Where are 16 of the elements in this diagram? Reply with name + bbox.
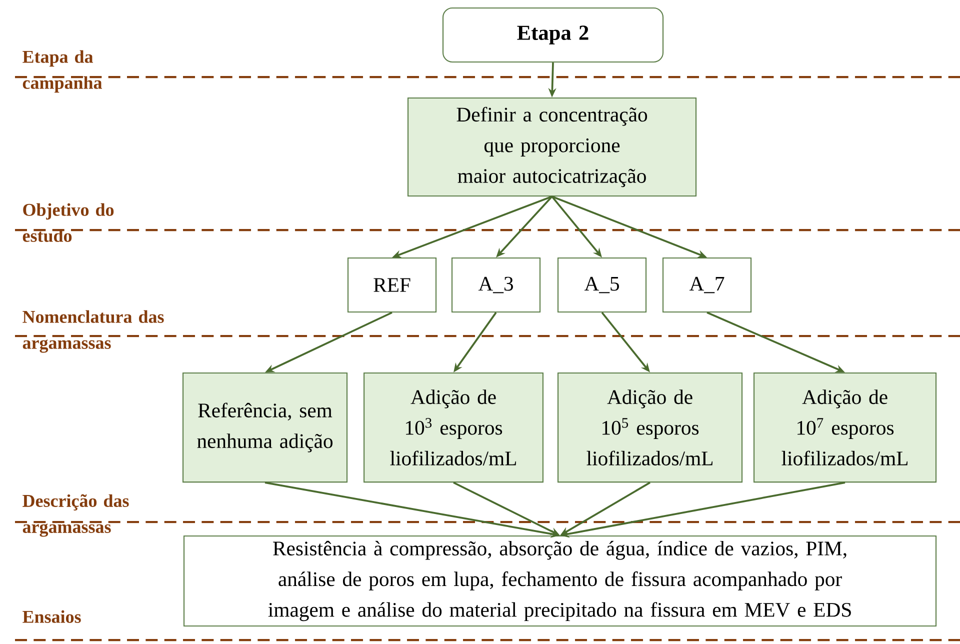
process-box: Referência, sem nenhuma adição	[182, 372, 348, 483]
section-label: Ensaios	[22, 610, 81, 623]
process-box: A_3	[451, 257, 541, 313]
process-box: Resistência à compressão, absorção de água, índice de vazios, PIM, análise de poros em lupa, fechamento de fissura acompanhado por imagem e análise do material precipitado na fissura em MEV e EDS	[183, 535, 937, 627]
process-box: Adição de 10$^{5}$ esporos liofilizados/mL	[557, 372, 743, 483]
process-box: Adição de 10$^{3}$ esporos liofilizados/mL	[364, 372, 544, 483]
process-box: A_5	[557, 257, 647, 313]
process-box: A_7	[662, 257, 752, 313]
start-box: Etapa 2	[442, 7, 664, 63]
process-box: Definir a concentração que proporcione maior autocicatrização	[407, 97, 697, 197]
section-label: Objetivo do estudo	[22, 203, 114, 242]
section-label: Nomenclatura das argamassas	[22, 310, 164, 353]
section-label: Descrição das argamassas	[22, 494, 129, 537]
process-box: Adição de 10$^{7}$ esporos liofilizados/mL	[753, 372, 937, 483]
section-label: Etapa da campanha	[22, 50, 102, 93]
process-box: REF	[347, 257, 437, 313]
